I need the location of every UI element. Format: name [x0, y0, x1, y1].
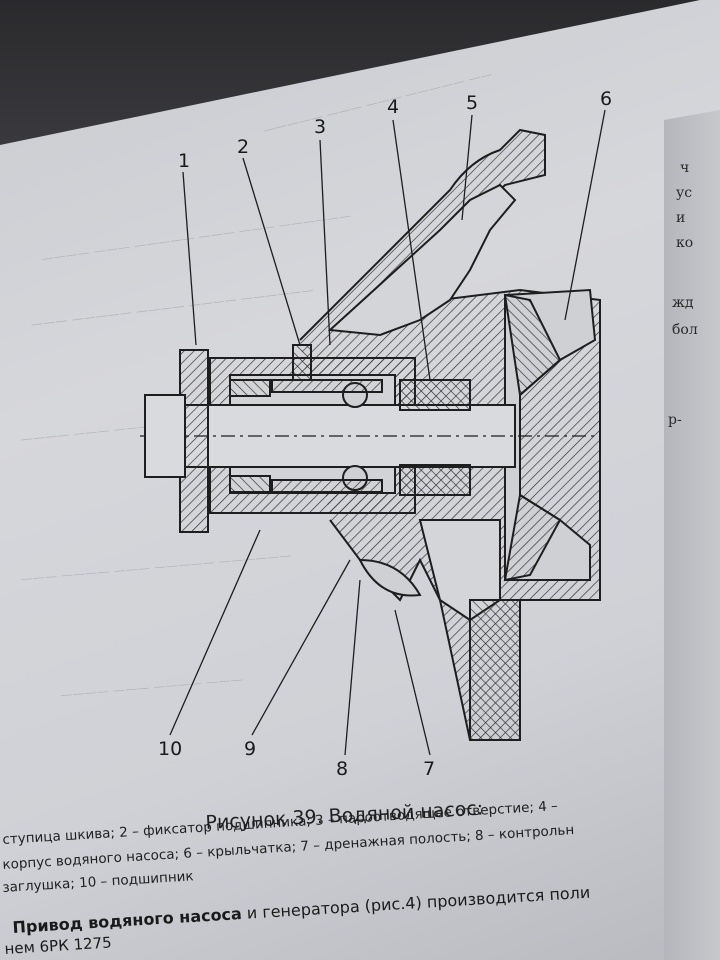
callout-2: 2	[237, 136, 250, 158]
callout-1: 1	[178, 150, 191, 172]
callout-3: 3	[314, 116, 327, 138]
callout-6: 6	[600, 88, 613, 110]
right-column-fragment: бол	[672, 322, 698, 338]
right-column-fragment: ус	[676, 185, 693, 201]
right-column-fragment: ч	[680, 160, 690, 176]
callout-8: 8	[336, 758, 349, 780]
callout-9: 9	[244, 738, 257, 760]
callout-7: 7	[423, 758, 436, 780]
right-column-fragment: ко	[676, 235, 694, 251]
right-column-fragment: и	[676, 210, 686, 226]
callout-10: 10	[158, 738, 183, 760]
right-column-fragment: р-	[668, 412, 682, 428]
page-right-edge	[664, 110, 720, 960]
callout-5: 5	[466, 92, 479, 114]
callout-4: 4	[387, 96, 400, 118]
right-column-fragment: жд	[672, 295, 694, 311]
